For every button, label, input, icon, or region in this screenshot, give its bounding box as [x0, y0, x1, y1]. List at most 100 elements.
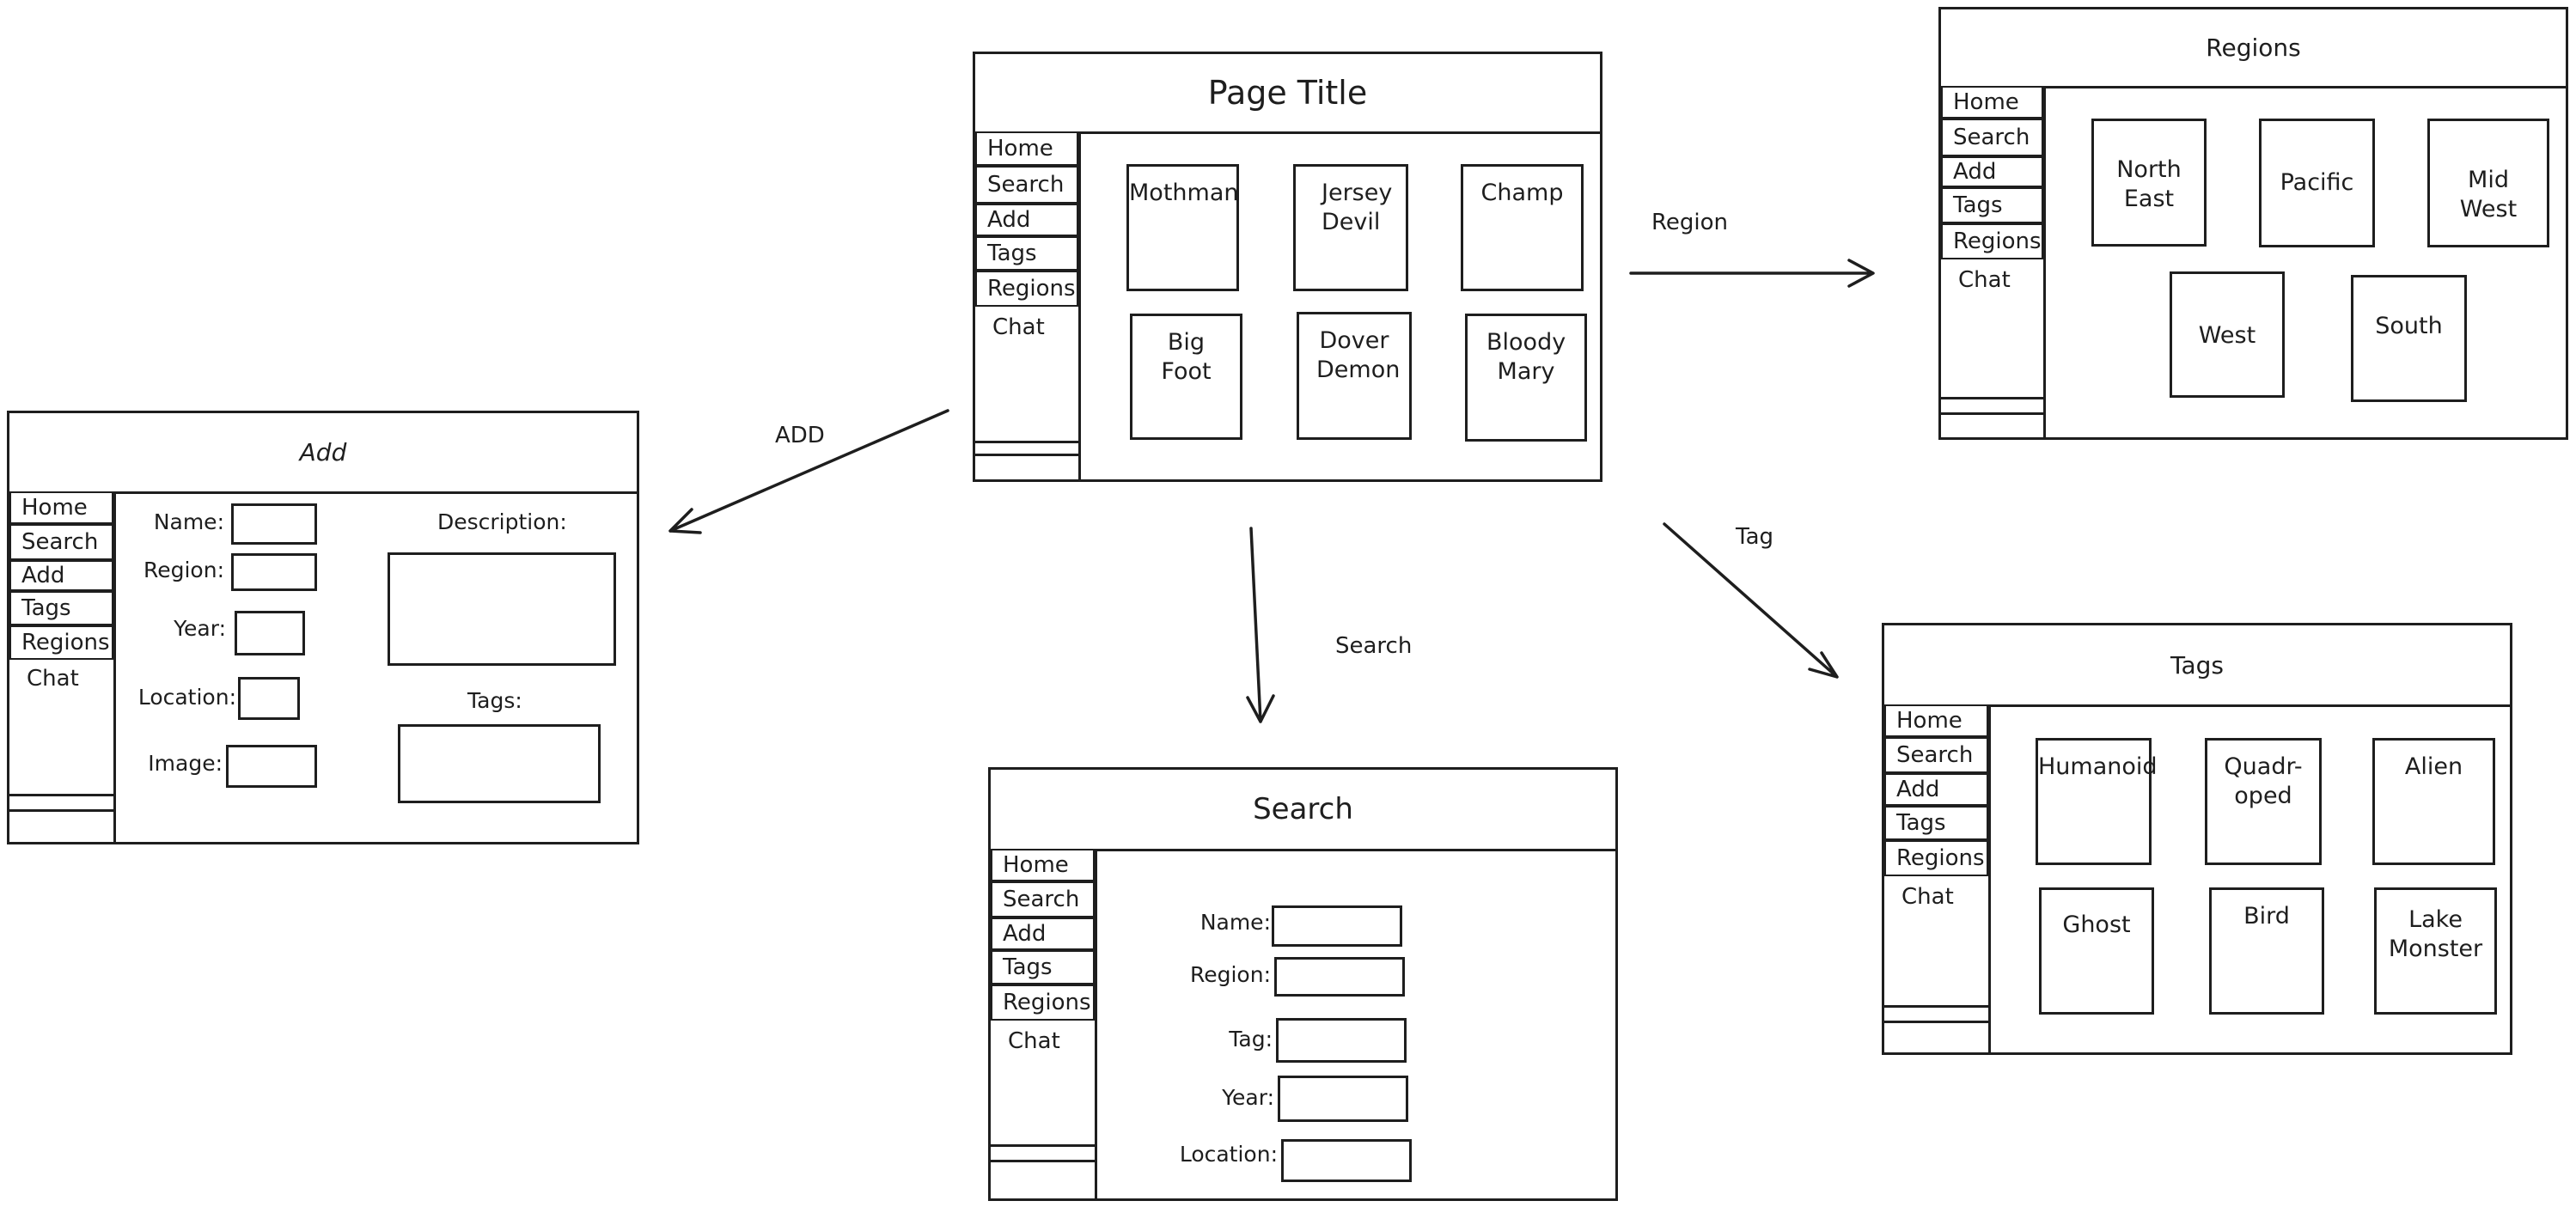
sidebar-divider: [975, 454, 1078, 456]
add-tags-field[interactable]: [398, 724, 601, 803]
search-region-label: Region:: [1189, 962, 1271, 987]
nav-add[interactable]: Add: [975, 204, 1078, 236]
nav-tags[interactable]: Tags: [1941, 187, 2043, 223]
nav-regions[interactable]: Regions: [1884, 840, 1988, 876]
nav-search[interactable]: Search: [1884, 737, 1988, 773]
add-title: Add: [299, 438, 347, 466]
tags-header: Tags: [1884, 625, 2510, 707]
add-wireframe: Add Home Search Add Tags Regions Chat Na…: [7, 411, 639, 844]
sidebar-divider: [1941, 397, 2043, 399]
add-header: Add: [9, 413, 637, 494]
home-header: Page Title: [975, 54, 1600, 134]
arrow-label-tag: Tag: [1736, 524, 1774, 550]
nav-home[interactable]: Home: [1941, 86, 2043, 119]
nav-regions[interactable]: Regions: [975, 271, 1078, 307]
nav-search[interactable]: Search: [9, 524, 113, 560]
creature-tile[interactable]: Champ: [1461, 164, 1584, 291]
tags-title: Tags: [2170, 650, 2224, 680]
region-tile[interactable]: West: [2170, 271, 2285, 398]
region-tile[interactable]: Pacific: [2259, 119, 2375, 247]
search-location-field[interactable]: [1281, 1139, 1412, 1182]
add-name-field[interactable]: [231, 503, 317, 545]
nav-tags[interactable]: Tags: [9, 591, 113, 625]
arrow-to-search: [1246, 527, 1275, 723]
search-tag-label: Tag:: [1229, 1027, 1273, 1052]
add-year-field[interactable]: [235, 611, 305, 655]
add-sidebar: Home Search Add Tags Regions Chat: [9, 491, 116, 842]
add-image-field[interactable]: [226, 745, 317, 788]
search-tag-field[interactable]: [1276, 1018, 1407, 1063]
nav-home[interactable]: Home: [991, 849, 1095, 881]
arrow-label-search: Search: [1335, 633, 1413, 659]
nav-chat[interactable]: Chat: [1941, 263, 2043, 297]
regions-sidebar: Home Search Add Tags Regions Chat: [1941, 86, 2046, 437]
add-location-field[interactable]: [238, 677, 300, 720]
tag-tile[interactable]: Lake Monster: [2374, 887, 2497, 1015]
sidebar-divider: [1884, 1005, 1988, 1008]
nav-search[interactable]: Search: [975, 166, 1078, 204]
nav-chat[interactable]: Chat: [1884, 880, 1988, 914]
regions-wireframe: Regions Home Search Add Tags Regions Cha…: [1938, 7, 2568, 440]
search-year-label: Year:: [1222, 1085, 1274, 1110]
search-header: Search: [991, 770, 1615, 851]
tag-tile[interactable]: Humanoid: [2036, 738, 2158, 865]
search-region-field[interactable]: [1274, 957, 1405, 997]
add-name-label: Name:: [153, 509, 224, 534]
nav-chat[interactable]: Chat: [9, 661, 113, 696]
nav-add[interactable]: Add: [991, 917, 1095, 950]
nav-regions[interactable]: Regions: [1941, 223, 2043, 259]
nav-regions[interactable]: Regions: [9, 625, 113, 660]
creature-tile[interactable]: Bloody Mary: [1465, 314, 1587, 442]
add-region-field[interactable]: [231, 553, 317, 591]
search-title: Search: [1253, 792, 1353, 826]
add-region-label: Region:: [143, 558, 224, 582]
regions-title: Regions: [2206, 34, 2301, 62]
region-tile[interactable]: Mid West: [2427, 119, 2549, 247]
nav-search[interactable]: Search: [1941, 119, 2043, 156]
sidebar-divider: [1941, 412, 2043, 415]
nav-add[interactable]: Add: [1941, 156, 2043, 187]
sidebar-divider: [9, 794, 113, 796]
search-location-label: Location:: [1179, 1142, 1278, 1167]
tag-tile[interactable]: Alien: [2372, 738, 2495, 865]
home-wireframe: Page Title Home Search Add Tags Regions …: [973, 52, 1602, 482]
nav-home[interactable]: Home: [9, 491, 113, 524]
search-name-field[interactable]: [1272, 905, 1402, 947]
sidebar-divider: [9, 809, 113, 812]
sidebar-divider: [991, 1160, 1095, 1162]
nav-tags[interactable]: Tags: [991, 950, 1095, 984]
region-tile[interactable]: South: [2351, 275, 2467, 402]
search-name-label: Name:: [1199, 910, 1271, 935]
tag-tile[interactable]: Quadr-oped: [2205, 738, 2322, 865]
creature-tile[interactable]: Dover Demon: [1297, 312, 1412, 440]
arrow-label-add: ADD: [775, 423, 825, 448]
tags-sidebar: Home Search Add Tags Regions Chat: [1884, 704, 1991, 1052]
add-description-field[interactable]: [388, 552, 616, 666]
search-wireframe: Search Home Search Add Tags Regions Chat…: [988, 767, 1618, 1201]
nav-home[interactable]: Home: [1884, 704, 1988, 737]
nav-tags[interactable]: Tags: [1884, 806, 1988, 840]
add-year-label: Year:: [174, 616, 226, 641]
nav-chat[interactable]: Chat: [975, 310, 1078, 344]
nav-chat[interactable]: Chat: [991, 1024, 1095, 1058]
sidebar-divider: [1884, 1021, 1988, 1023]
creature-tile[interactable]: Big Foot: [1130, 314, 1242, 440]
nav-add[interactable]: Add: [9, 560, 113, 591]
search-year-field[interactable]: [1278, 1076, 1408, 1122]
tags-wireframe: Tags Home Search Add Tags Regions Chat H…: [1882, 623, 2512, 1055]
creature-tile[interactable]: Mothman: [1126, 164, 1239, 291]
page-title: Page Title: [1207, 74, 1368, 112]
nav-regions[interactable]: Regions: [991, 984, 1095, 1021]
regions-header: Regions: [1941, 9, 2566, 88]
home-sidebar: Home Search Add Tags Regions Chat: [975, 131, 1081, 479]
add-location-label: Location:: [137, 685, 236, 710]
tag-tile[interactable]: Bird: [2209, 887, 2324, 1015]
arrow-label-region: Region: [1651, 210, 1729, 235]
creature-tile[interactable]: Jersey Devil: [1293, 164, 1408, 291]
nav-search[interactable]: Search: [991, 881, 1095, 917]
region-tile[interactable]: North East: [2091, 119, 2207, 247]
tag-tile[interactable]: Ghost: [2039, 887, 2154, 1015]
nav-add[interactable]: Add: [1884, 773, 1988, 806]
nav-tags[interactable]: Tags: [975, 236, 1078, 271]
nav-home[interactable]: Home: [975, 131, 1078, 166]
